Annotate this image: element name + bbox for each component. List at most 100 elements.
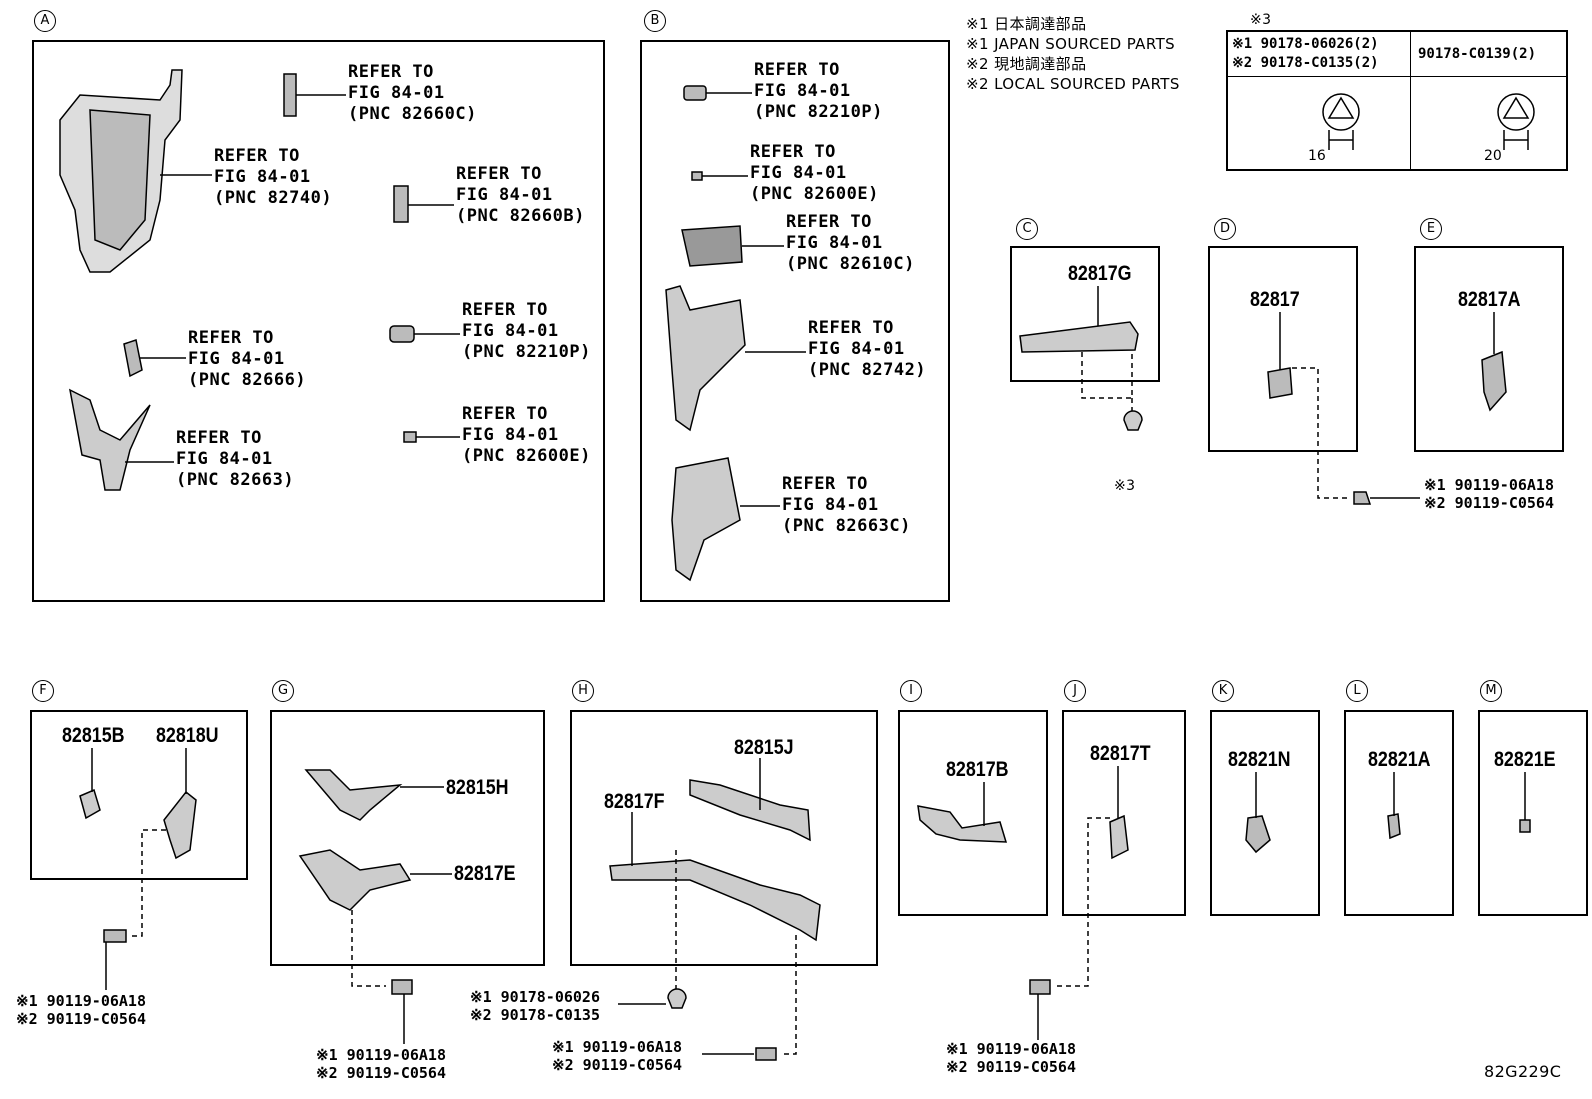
section-e-frame [1414,246,1564,452]
clip-82821a-drawing [1387,813,1401,840]
block-82610c-drawing [681,225,743,267]
section-i-label: I [900,680,922,702]
ref-a-82663: REFER TO FIG 84-01 (PNC 82663) [176,428,295,490]
section-g-label: G [272,680,294,702]
part-82817f: 82817F [604,790,665,813]
note-local-en: ※2 LOCAL SOURCED PARTS [966,75,1180,93]
bracket-82817g-drawing [1019,321,1139,353]
ref-b-82600e: REFER TO FIG 84-01 (PNC 82600E) [750,142,879,204]
duct-82817f-drawing [609,859,821,942]
part-82815h: 82815H [446,776,509,799]
table-col1-line1: ※1 90178-06026(2) [1232,36,1379,52]
ref-a-82210p: REFER TO FIG 84-01 (PNC 82210P) [462,300,591,362]
clip-16-drawing [1322,93,1360,131]
ref-a-82660c: REFER TO FIG 84-01 (PNC 82660C) [348,62,477,124]
cover-82663-drawing [68,388,151,491]
bolt-d-drawing [1353,491,1372,505]
clip-c-drawing [1123,410,1143,431]
ref-b-82742: REFER TO FIG 84-01 (PNC 82742) [808,318,927,380]
clip-h-label: ※1 90178-06026 ※2 90178-C0135 [470,988,600,1024]
box-82742-drawing [665,285,746,432]
part-82821a: 82821A [1368,748,1431,771]
bracket-82815h-drawing [304,769,403,821]
fuse-82600e-drawing [403,431,417,443]
connector-82660b-drawing [393,185,409,223]
clip-82815b-drawing [79,788,101,820]
bolt-j-label: ※1 90119-06A18 ※2 90119-C0564 [946,1040,1076,1076]
section-g-frame [270,710,545,966]
section-b-frame [640,40,950,602]
section-k-frame [1210,710,1320,916]
table-col1-line2: ※2 90178-C0135(2) [1232,55,1379,71]
section-j-frame [1062,710,1186,916]
bolt-d-label: ※1 90119-06A18 ※2 90119-C0564 [1424,476,1554,512]
bracket-82740-drawing [59,69,212,273]
ref-a-82740: REFER TO FIG 84-01 (PNC 82740) [214,146,333,208]
note-local-jp: ※2 現地調達部品 [966,55,1087,73]
ref-a-82666: REFER TO FIG 84-01 (PNC 82666) [188,328,307,390]
section-i-frame [898,710,1048,916]
section-l-label: L [1346,680,1368,702]
part-82817: 82817 [1250,288,1300,311]
section-e-label: E [1420,218,1442,240]
bracket-82818u-drawing [163,790,197,860]
part-82818u: 82818U [156,724,219,747]
cover-82663c-drawing [671,457,741,582]
clip-82821e-drawing [1519,819,1531,833]
note-japan-jp: ※1 日本調達部品 [966,15,1087,33]
part-82817t: 82817T [1090,742,1151,765]
bolt-h-drawing [755,1047,777,1061]
ref-b-82663c: REFER TO FIG 84-01 (PNC 82663C) [782,474,911,536]
table-col2: 90178-C0139(2) [1418,46,1537,62]
section-m-label: M [1480,680,1502,702]
clip-20-drawing [1497,93,1535,131]
bracket-82817e-drawing [298,849,412,911]
ref-a-82660b: REFER TO FIG 84-01 (PNC 82660B) [456,164,585,226]
bracket-82817a-drawing [1481,350,1507,412]
section-d-frame [1208,246,1358,452]
relay-b-82210p-drawing [683,85,707,101]
section-f-frame [30,710,248,880]
section-l-frame [1344,710,1454,916]
clip-82666-drawing [123,339,143,378]
section-d-label: D [1214,218,1236,240]
bracket-82817b-drawing [917,805,1008,843]
bolt-g-label: ※1 90119-06A18 ※2 90119-C0564 [316,1046,446,1082]
section-j-label: J [1064,680,1086,702]
ref-b-82610c: REFER TO FIG 84-01 (PNC 82610C) [786,212,915,274]
bolt-f-drawing [103,929,127,943]
part-82815j: 82815J [734,736,794,759]
clip-c-mark: ※3 [1114,478,1136,494]
part-82821e: 82821E [1494,748,1556,771]
part-82817g: 82817G [1068,262,1132,285]
section-b-label: B [644,10,666,32]
table-mark: ※3 [1250,12,1272,28]
ref-a-82600e: REFER TO FIG 84-01 (PNC 82600E) [462,404,591,466]
section-f-label: F [32,680,54,702]
section-c-frame [1010,246,1160,382]
dim-20: 20 [1484,148,1502,164]
bolt-h-label: ※1 90119-06A18 ※2 90119-C0564 [552,1038,682,1074]
ref-b-82210p: REFER TO FIG 84-01 (PNC 82210P) [754,60,883,122]
relay-82210p-drawing [389,325,415,343]
bolt-f-label: ※1 90119-06A18 ※2 90119-C0564 [16,992,146,1028]
clip-table: ※1 90178-06026(2) ※2 90178-C0135(2) 9017… [1226,30,1568,171]
part-82815b: 82815B [62,724,125,747]
part-82821n: 82821N [1228,748,1291,771]
part-82817a: 82817A [1458,288,1521,311]
bolt-g-drawing [391,979,413,995]
bracket-82817-drawing [1267,367,1293,399]
duct-82815j-drawing [689,779,811,842]
part-82817b: 82817B [946,758,1009,781]
bracket-82817t-drawing [1109,814,1129,860]
figure-code: 82G229C [1484,1062,1562,1081]
fuse-b-82600e-drawing [691,171,703,181]
section-m-frame [1478,710,1588,916]
dim-16: 16 [1308,148,1326,164]
section-a-frame [32,40,605,602]
part-82817e: 82817E [454,862,516,885]
note-japan-en: ※1 JAPAN SOURCED PARTS [966,35,1176,53]
bolt-j-drawing [1029,979,1051,995]
clip-82821n-drawing [1245,815,1271,854]
section-a-label: A [34,10,56,32]
